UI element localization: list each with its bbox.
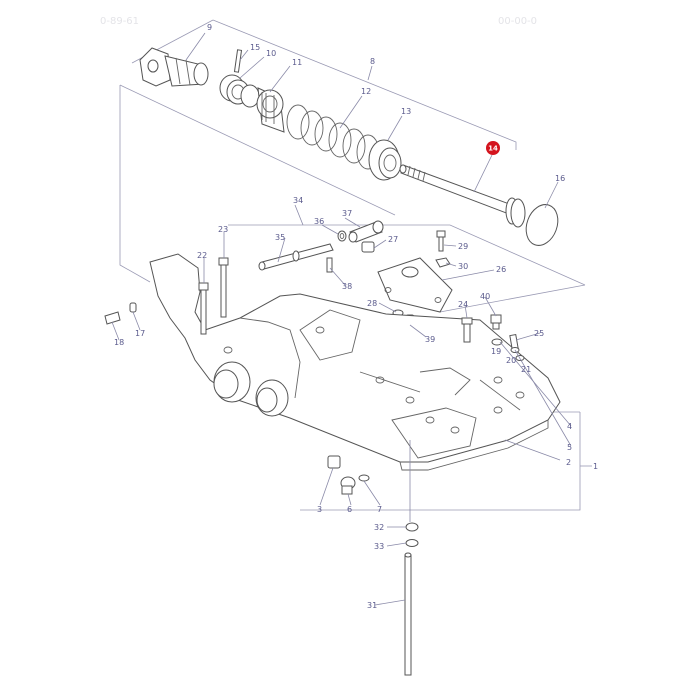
callout-39: 39 bbox=[425, 335, 435, 344]
part-32-washer bbox=[405, 522, 419, 532]
part-7-oring bbox=[358, 474, 370, 482]
callout-31: 31 bbox=[367, 601, 377, 610]
callout-40: 40 bbox=[480, 292, 490, 301]
part-6-plug bbox=[340, 476, 356, 495]
callout-29: 29 bbox=[458, 242, 468, 251]
callout-28: 28 bbox=[367, 299, 377, 308]
part-10-piston bbox=[219, 74, 260, 108]
watermark-right: 00-00-0 bbox=[498, 16, 537, 27]
part-2-lift-housing bbox=[149, 253, 561, 471]
callout-30: 30 bbox=[458, 262, 468, 271]
part-18-bolt bbox=[104, 311, 121, 325]
callout-25: 25 bbox=[534, 329, 544, 338]
part-37-union bbox=[348, 220, 384, 243]
callout-26: 26 bbox=[496, 265, 506, 274]
callout-2: 2 bbox=[566, 458, 571, 467]
callout-14: 14 bbox=[488, 145, 498, 153]
part-9-ram-cylinder bbox=[139, 47, 209, 87]
part-35-shaft bbox=[258, 243, 334, 271]
callout-17: 17 bbox=[135, 329, 145, 338]
callout-labels: 9 15 10 11 8 12 13 14 16 34 36 37 35 27 … bbox=[114, 23, 598, 610]
callout-16: 16 bbox=[555, 174, 565, 183]
part-27-plug bbox=[361, 241, 375, 253]
callout-22: 22 bbox=[197, 251, 207, 260]
callout-20: 20 bbox=[506, 356, 516, 365]
part-22-bolt bbox=[198, 282, 209, 335]
callout-10: 10 bbox=[266, 49, 276, 58]
part-16-disc bbox=[525, 204, 559, 246]
part-3-plug bbox=[327, 455, 341, 469]
callout-11: 11 bbox=[292, 58, 302, 67]
callout-32: 32 bbox=[374, 523, 384, 532]
callout-13: 13 bbox=[401, 107, 411, 116]
callout-9: 9 bbox=[207, 23, 212, 32]
part-15-pin bbox=[233, 49, 243, 73]
part-13-end-cap bbox=[368, 139, 402, 181]
assembly-frames bbox=[119, 19, 592, 511]
callout-4: 4 bbox=[567, 422, 572, 431]
callout-35: 35 bbox=[275, 233, 285, 242]
callout-18: 18 bbox=[114, 338, 124, 347]
callout-3: 3 bbox=[317, 505, 322, 514]
watermark-left: 0-89-61 bbox=[100, 16, 139, 27]
callout-37: 37 bbox=[342, 209, 352, 218]
part-33-oring bbox=[405, 539, 419, 547]
part-11-sleeve bbox=[256, 87, 285, 133]
callout-36: 36 bbox=[314, 217, 324, 226]
callout-38: 38 bbox=[342, 282, 352, 291]
part-24-bolt bbox=[461, 317, 473, 343]
part-31-rod bbox=[404, 552, 412, 676]
part-29-bolt bbox=[436, 230, 446, 252]
part-23-bolt bbox=[218, 257, 229, 318]
callout-5: 5 bbox=[567, 443, 572, 452]
callout-21: 21 bbox=[521, 365, 531, 374]
leader-lines bbox=[111, 32, 572, 606]
callout-27: 27 bbox=[388, 235, 398, 244]
callout-19: 19 bbox=[491, 347, 501, 356]
part-14-push-rod bbox=[399, 164, 526, 228]
callout-12: 12 bbox=[361, 87, 371, 96]
part-40-plug bbox=[490, 314, 502, 330]
part-36-washer bbox=[337, 230, 347, 242]
callout-14-marker bbox=[486, 141, 500, 155]
part-26-cover-plate bbox=[377, 257, 453, 313]
part-38-stud bbox=[326, 257, 333, 273]
callout-6: 6 bbox=[347, 505, 352, 514]
callout-8: 8 bbox=[370, 57, 375, 66]
callout-33: 33 bbox=[374, 542, 384, 551]
callout-24: 24 bbox=[458, 300, 468, 309]
part-30-nut bbox=[435, 257, 451, 268]
callout-15: 15 bbox=[250, 43, 260, 52]
callout-7: 7 bbox=[377, 505, 382, 514]
callout-34: 34 bbox=[293, 196, 303, 205]
callout-1: 1 bbox=[593, 462, 598, 471]
callout-23: 23 bbox=[218, 225, 228, 234]
part-19-washer bbox=[491, 338, 503, 346]
part-12-spring bbox=[286, 104, 380, 170]
part-17-plug bbox=[129, 302, 137, 313]
